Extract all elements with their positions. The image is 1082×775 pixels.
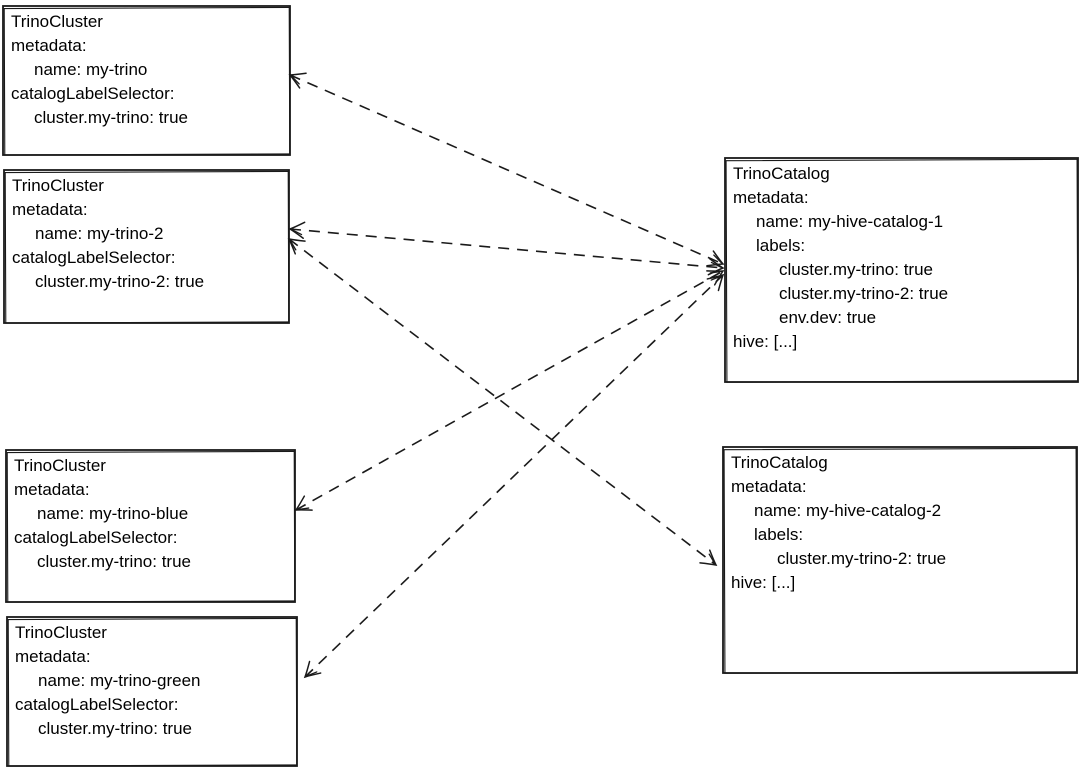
yaml-line: TrinoCluster — [11, 12, 103, 31]
yaml-line: name: my-hive-catalog-2 — [754, 501, 942, 520]
yaml-line: cluster.my-trino-2: true — [779, 284, 949, 303]
yaml-line: metadata: — [733, 188, 809, 207]
connection-my-trino-green-to-my-hive-catalog-1 — [303, 273, 725, 679]
yaml-line: catalogLabelSelector: — [15, 695, 179, 714]
box-border-sketch — [723, 447, 1078, 674]
node-trinocatalog-my-hive-catalog-2: TrinoCatalog metadata: name: my-hive-catal… — [723, 447, 1077, 673]
yaml-line: TrinoCatalog — [731, 453, 828, 472]
yaml-line: cluster.my-trino-2: true — [35, 272, 205, 291]
yaml-line: TrinoCluster — [14, 456, 106, 475]
connection-my-trino-blue-to-my-hive-catalog-1 — [294, 270, 725, 511]
yaml-line: metadata: — [11, 36, 87, 55]
yaml-line: hive: [...] — [731, 573, 796, 592]
yaml-line: catalogLabelSelector: — [12, 248, 176, 267]
box-border-sketch — [725, 158, 1079, 383]
yaml-line: metadata: — [15, 647, 91, 666]
yaml-line: cluster.my-trino: true — [34, 108, 188, 127]
node-trinocluster-my-trino-2: TrinoCluster metadata: name: my-trino-2 cat… — [4, 170, 289, 323]
connection-my-trino-2-to-my-hive-catalog-2 — [287, 237, 718, 567]
yaml-line: cluster.my-trino: true — [38, 719, 192, 738]
yaml-line: name: my-trino — [34, 60, 148, 79]
yaml-line: metadata: — [731, 477, 807, 496]
yaml-line: labels: — [754, 525, 804, 544]
yaml-line: name: my-trino-2 — [35, 224, 164, 243]
yaml-line: cluster.my-trino: true — [37, 552, 191, 571]
yaml-line: cluster.my-trino: true — [779, 260, 933, 279]
yaml-line: TrinoCluster — [12, 176, 104, 195]
yaml-line: name: my-trino-blue — [37, 504, 189, 523]
yaml-line: cluster.my-trino-2: true — [777, 549, 947, 568]
box-border-sketch — [7, 617, 298, 767]
node-trinocluster-my-trino: TrinoCluster metadata: name: my-trino catal… — [3, 6, 290, 155]
yaml-line: TrinoCatalog — [733, 164, 830, 183]
yaml-line: labels: — [756, 236, 806, 255]
yaml-line: metadata: — [14, 480, 90, 499]
yaml-line: hive: [...] — [733, 332, 798, 351]
node-trinocluster-my-trino-blue: TrinoCluster metadata: name: my-trino-blue… — [6, 450, 295, 602]
node-trinocatalog-my-hive-catalog-1: TrinoCatalog metadata: name: my-hive-catal… — [725, 158, 1078, 382]
yaml-line: env.dev: true — [779, 308, 877, 327]
yaml-line: TrinoCluster — [15, 623, 107, 642]
node-trinocluster-my-trino-green: TrinoCluster metadata: name: my-trino-gree… — [7, 617, 297, 766]
connection-my-trino-to-my-hive-catalog-1 — [288, 72, 725, 267]
yaml-line: name: my-hive-catalog-1 — [756, 212, 944, 231]
yaml-line: catalogLabelSelector: — [14, 528, 178, 547]
yaml-line: catalogLabelSelector: — [11, 84, 175, 103]
yaml-line: metadata: — [12, 200, 88, 219]
yaml-line: name: my-trino-green — [38, 671, 201, 690]
